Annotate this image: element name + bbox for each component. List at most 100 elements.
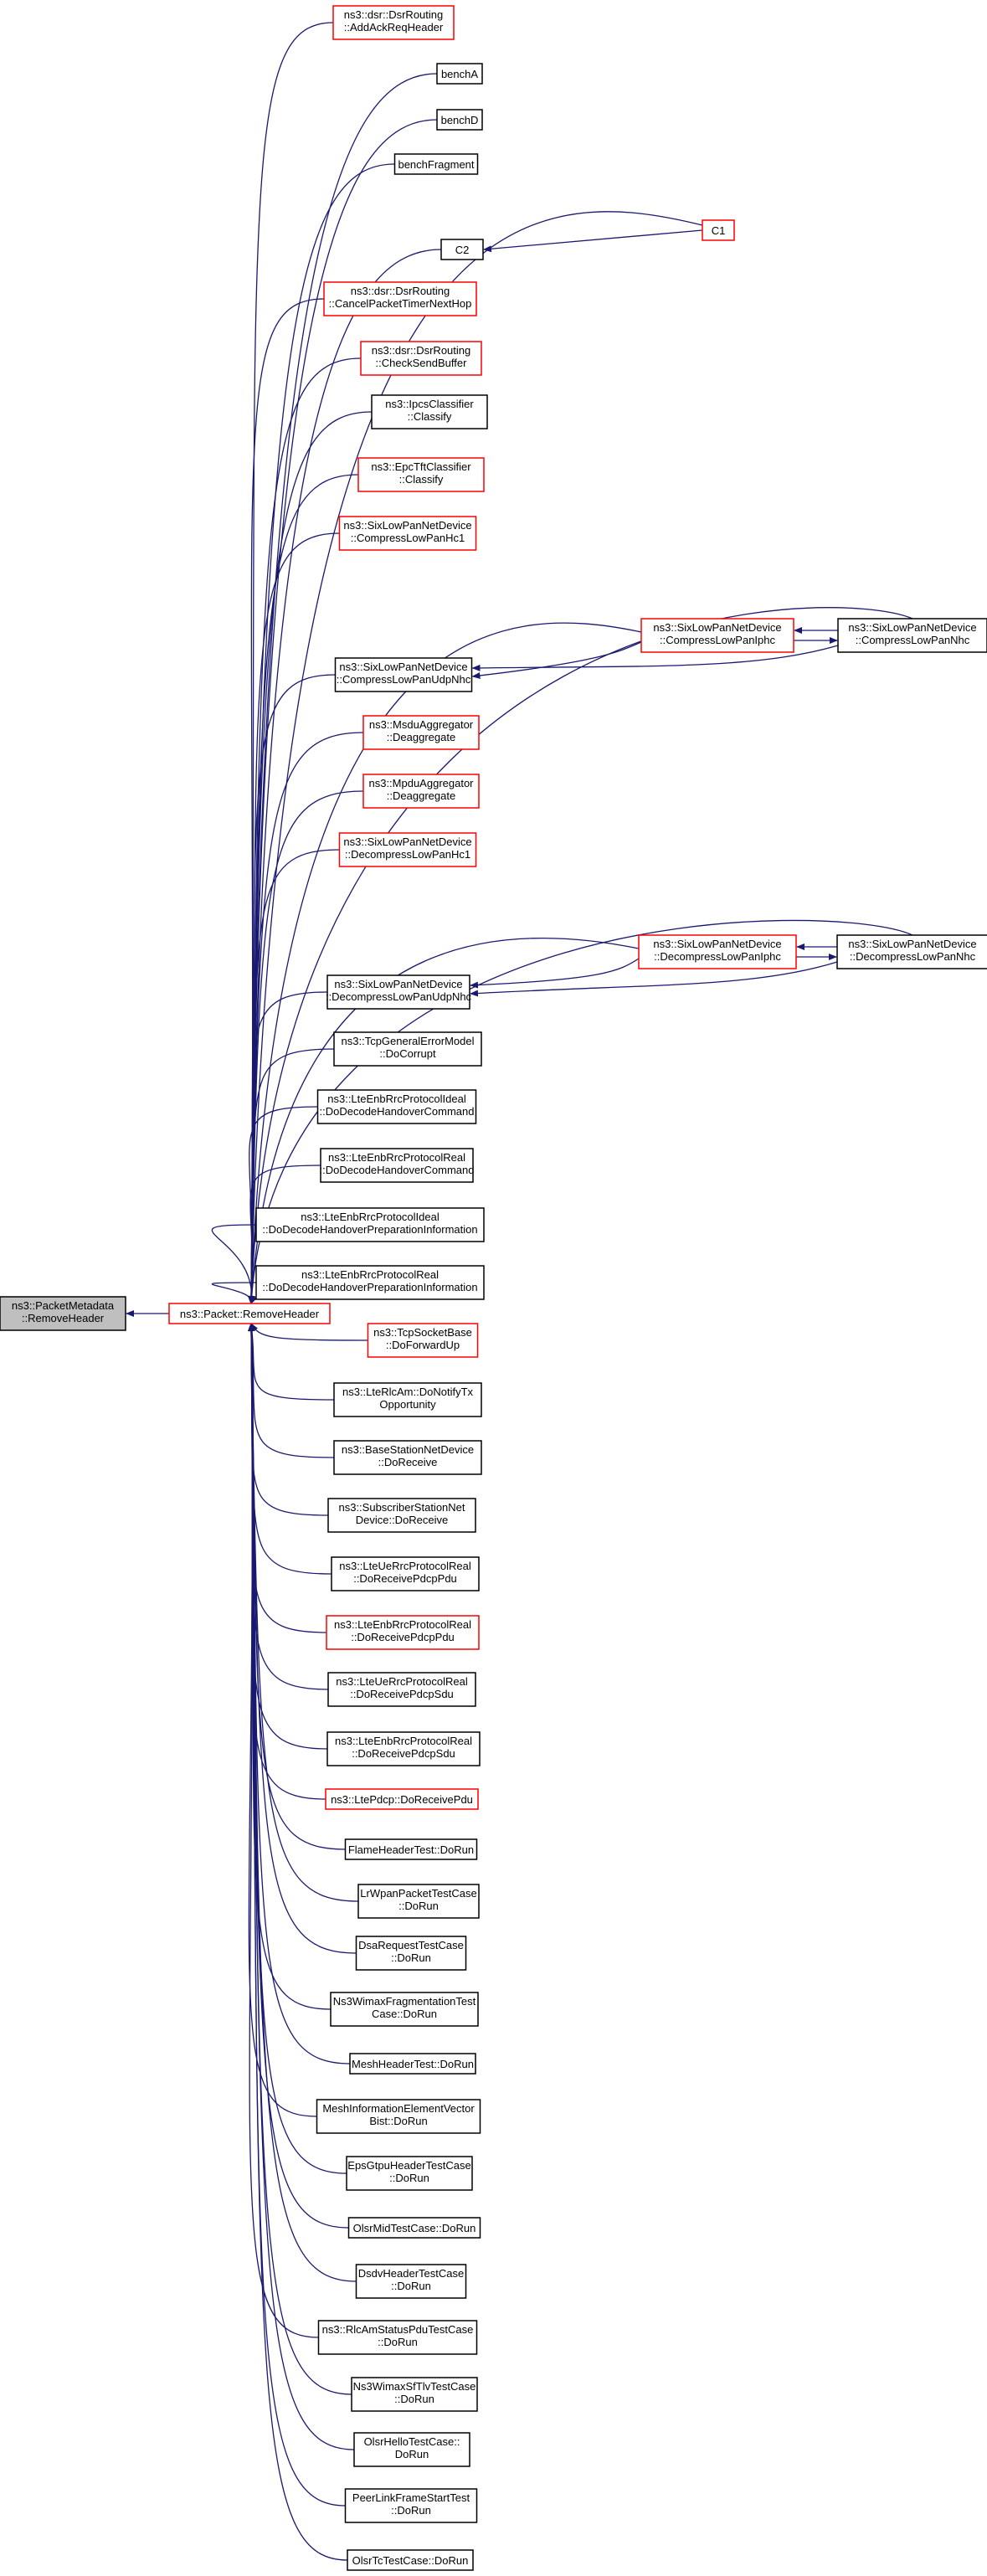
node-ns3-lterlcam-donotifytxopportunity-label-line-1: ns3::LteRlcAm::DoNotifyTx <box>342 1386 474 1398</box>
node-bencha[interactable]: benchA <box>436 63 483 85</box>
node-ns3-lteenbrrcprotocolreal-dodecodehandoverpreparationinformation-label-line-1: ns3::LteEnbRrcProtocolReal <box>301 1268 439 1281</box>
node-sixlowpan-compress-lowpan-nhc[interactable]: ns3::SixLowPanNetDevice::CompressLowPanN… <box>837 618 987 653</box>
node-ns3-tcpgeneralerrormodel-docorrupt[interactable]: ns3::TcpGeneralErrorModel::DoCorrupt <box>333 1031 482 1067</box>
edge-caller-20-to-remove-header <box>211 1282 258 1304</box>
node-lrwpanpackettestcase-dorun[interactable]: LrWpanPacketTestCase::DoRun <box>357 1884 480 1919</box>
node-dsdvheadertestcase-dorun[interactable]: DsdvHeaderTestCase::DoRun <box>355 2264 467 2299</box>
node-flameheadertest-dorun[interactable]: FlameHeaderTest::DoRun <box>344 1838 478 1860</box>
node-ns3-tcpgeneralerrormodel-docorrupt-box <box>333 1031 482 1067</box>
node-ns3-dsr-dsrrouting-addackreqheader[interactable]: ns3::dsr::DsrRouting::AddAckReqHeader <box>332 5 455 40</box>
node-dsdvheadertestcase-dorun-box <box>355 2264 467 2299</box>
edge-caller-23-to-remove-header <box>248 1323 335 1458</box>
node-ns3-mpduaggregator-deaggregate-label-line-1: ns3::MpduAggregator <box>368 777 474 789</box>
node-ns3-basestationnetdevice-doreceive-label-line-1: ns3::BaseStationNetDevice <box>342 1443 474 1456</box>
node-ns3-ipcsclassifier-classify-label-line-2: ::Classify <box>408 410 452 423</box>
edge-caller-22-to-remove-header <box>249 1323 335 1401</box>
node-sixlowpan-compress-lowpan-iphc-label-line-1: ns3::SixLowPanNetDevice <box>653 621 781 634</box>
node-sixlowpan-compress-lowpan-iphc-box <box>640 618 794 653</box>
node-ns3-mpduaggregator-deaggregate[interactable]: ns3::MpduAggregator::Deaggregate <box>362 774 480 809</box>
node-ns3-basestationnetdevice-doreceive[interactable]: ns3::BaseStationNetDevice::DoReceive <box>333 1440 482 1475</box>
node-ns3-sixlowpannetdevice-decompresslowpanudpnhc-label-line-1: ns3::SixLowPanNetDevice <box>334 978 462 990</box>
node-meshheadertest-dorun-label-line-1: MeshHeaderTest::DoRun <box>352 2058 474 2070</box>
node-ns3-dsr-dsrrouting-checksendbuffer[interactable]: ns3::dsr::DsrRouting::CheckSendBuffer <box>360 341 482 376</box>
node-ns3-msduaggregator-deaggregate-box <box>362 715 480 750</box>
node-ns3-lterlcam-donotifytxopportunity-label-line-2: Opportunity <box>379 1398 436 1411</box>
node-ns3-lteenbrrcprotocolreal-doreceivepdcppdu[interactable]: ns3::LteEnbRrcProtocolReal::DoReceivePdc… <box>326 1615 480 1650</box>
node-ns3-lteenbrrcprotocolreal-doreceivepdcppdu-box <box>326 1615 480 1650</box>
node-ns3-lteenbrrcprotocolreal-doreceivepdcpsdu[interactable]: ns3::LteEnbRrcProtocolReal::DoReceivePdc… <box>326 1731 481 1766</box>
node-ns3-ipcsclassifier-classify[interactable]: ns3::IpcsClassifier::Classify <box>371 394 488 429</box>
edge-decompress-iphc-to-remove-header <box>248 937 640 1304</box>
node-sixlowpan-decompress-lowpan-iphc-label-line-2: ::DecompressLowPanIphc <box>654 950 781 963</box>
node-ns3-lteuerrcprotocolreal-doreceivepdcppdu-label-line-1: ns3::LteUeRrcProtocolReal <box>339 1560 471 1572</box>
node-ns3-subscriberstationnetdevice-doreceive[interactable]: ns3::SubscriberStationNetDevice::DoRecei… <box>327 1498 476 1533</box>
node-ns3-lteenbrrcprotocolreal-dodecodehandovercommand-box <box>320 1148 474 1183</box>
node-ns3-sixlowpannetdevice-decompresslowpanudpnhc[interactable]: ns3::SixLowPanNetDevice::DecompressLowPa… <box>326 974 472 1010</box>
edge-compress-nhc-to-remove-header <box>248 607 913 1304</box>
node-ns3-lteenbrrcprotocolreal-dodecodehandovercommand[interactable]: ns3::LteEnbRrcProtocolReal::DoDecodeHand… <box>320 1148 475 1183</box>
node-ns3-tcpsocketbase-doforwardup-label-line-1: ns3::TcpSocketBase <box>373 1326 472 1339</box>
node-ns3-sixlowpannetdevice-decompresslowpanhc1[interactable]: ns3::SixLowPanNetDevice::DecompressLowPa… <box>338 832 477 867</box>
node-ns3wimaxsftlvtestcase-dorun[interactable]: Ns3WimaxSfTlvTestCase::DoRun <box>351 2377 478 2412</box>
node-ns3-sixlowpannetdevice-compresslowpanudpnhc[interactable]: ns3::SixLowPanNetDevice::CompressLowPanU… <box>334 657 473 692</box>
node-ns3-rlcamstatuspdutestcase-dorun[interactable]: ns3::RlcAmStatusPduTestCase::DoRun <box>317 2320 478 2355</box>
node-ns3-sixlowpannetdevice-compresslowpanhc1-label-line-1: ns3::SixLowPanNetDevice <box>343 519 471 532</box>
node-ns3wimaxsftlvtestcase-dorun-label-line-1: Ns3WimaxSfTlvTestCase <box>353 2380 476 2393</box>
node-packet-remove-header[interactable]: ns3::Packet::RemoveHeader <box>168 1303 331 1324</box>
node-c1[interactable]: C1 <box>702 219 735 241</box>
node-dsarequesttestcase-dorun[interactable]: DsaRequestTestCase::DoRun <box>355 1936 467 1971</box>
node-olsrhellotestcase-dorun-label-line-2: DoRun <box>395 2448 429 2460</box>
node-lrwpanpackettestcase-dorun-box <box>357 1884 480 1919</box>
node-ns3-msduaggregator-deaggregate[interactable]: ns3::MsduAggregator::Deaggregate <box>362 715 480 750</box>
node-ns3-mpduaggregator-deaggregate-box <box>362 774 480 809</box>
node-ns3-lteenbrrcprotocolreal-doreceivepdcppdu-label-line-1: ns3::LteEnbRrcProtocolReal <box>334 1618 471 1631</box>
node-packet-metadata-remove-header-box <box>0 1296 126 1331</box>
node-olsrtctestcase-dorun-box <box>347 2549 474 2571</box>
node-flameheadertest-dorun-label-line-1: FlameHeaderTest::DoRun <box>348 1843 474 1856</box>
node-benchfragment-box <box>393 153 479 175</box>
node-ns3-dsr-dsrrouting-cancelpackettimernexthop-label-line-2: ::CancelPacketTimerNextHop <box>329 297 472 310</box>
node-packet-remove-header-box <box>168 1303 331 1324</box>
node-sixlowpan-decompress-lowpan-iphc[interactable]: ns3::SixLowPanNetDevice::DecompressLowPa… <box>638 934 797 969</box>
edge-compress-nhc-to-udpnhc <box>471 645 839 671</box>
node-sixlowpan-decompress-lowpan-nhc[interactable]: ns3::SixLowPanNetDevice::DecompressLowPa… <box>836 934 987 969</box>
node-bencha-label-line-1: benchA <box>441 68 478 80</box>
node-ns3-lteenbrrcprotocolideal-dodecodehandovercommand[interactable]: ns3::LteEnbRrcProtocolIdeal::DoDecodeHan… <box>316 1089 477 1124</box>
node-olsrmidtestcase-dorun[interactable]: OlsrMidTestCase::DoRun <box>347 2217 481 2239</box>
node-ns3-lteenbrrcprotocolideal-dodecodehandovercommand-label-line-2: ::DoDecodeHandoverCommand <box>320 1105 475 1118</box>
node-ns3-dsr-dsrrouting-cancelpackettimernexthop[interactable]: ns3::dsr::DsrRouting::CancelPacketTimerN… <box>323 281 477 316</box>
node-meshheadertest-dorun[interactable]: MeshHeaderTest::DoRun <box>349 2053 476 2075</box>
node-epsgtpuheadertestcase-dorun[interactable]: EpsGtpuHeaderTestCase::DoRun <box>346 2156 473 2191</box>
node-olsrtctestcase-dorun[interactable]: OlsrTcTestCase::DoRun <box>347 2549 474 2571</box>
node-olsrhellotestcase-dorun[interactable]: OlsrHelloTestCase::DoRun <box>353 2432 470 2467</box>
node-ns3-dsr-dsrrouting-addackreqheader-label-line-2: ::AddAckReqHeader <box>344 21 444 33</box>
node-ns3-lteenbrrcprotocolreal-dodecodehandoverpreparationinformation[interactable]: ns3::LteEnbRrcProtocolReal::DoDecodeHand… <box>255 1265 485 1300</box>
node-packet-metadata-remove-header[interactable]: ns3::PacketMetadata::RemoveHeader <box>0 1296 126 1331</box>
edge-compress-iphc-to-remove-header <box>248 622 642 1304</box>
node-benchd[interactable]: benchD <box>436 109 483 131</box>
node-ns3-sixlowpannetdevice-compresslowpanhc1[interactable]: ns3::SixLowPanNetDevice::CompressLowPanH… <box>338 516 477 551</box>
edge-caller-39-to-remove-header <box>248 1323 319 2338</box>
node-ns3-epctftclassifier-classify[interactable]: ns3::EpcTftClassifier::Classify <box>357 457 485 492</box>
node-ns3-ltepdcp-doreceivepdu-label-line-1: ns3::LtePdcp::DoReceivePdu <box>331 1793 473 1806</box>
node-c2[interactable]: C2 <box>440 239 484 260</box>
node-epsgtpuheadertestcase-dorun-label-line-1: EpsGtpuHeaderTestCase <box>347 2159 470 2172</box>
node-ns3wimaxfragmentationtestcase-dorun-label-line-1: Ns3WimaxFragmentationTest <box>333 1995 476 2008</box>
node-ns3-mpduaggregator-deaggregate-label-line-2: ::Deaggregate <box>387 789 455 802</box>
node-benchfragment[interactable]: benchFragment <box>393 153 479 175</box>
node-ns3-lteuerrcprotocolreal-doreceivepdcpsdu-label-line-2: ::DoReceivePdcpSdu <box>350 1688 454 1700</box>
node-ns3-ltepdcp-doreceivepdu[interactable]: ns3::LtePdcp::DoReceivePdu <box>325 1788 479 1810</box>
node-ns3-lteuerrcprotocolreal-doreceivepdcppdu[interactable]: ns3::LteUeRrcProtocolReal::DoReceivePdcp… <box>331 1556 480 1591</box>
node-ns3-lteenbrrcprotocolideal-dodecodehandoverpreparationinformation[interactable]: ns3::LteEnbRrcProtocolIdeal::DoDecodeHan… <box>255 1207 485 1242</box>
node-sixlowpan-compress-lowpan-iphc[interactable]: ns3::SixLowPanNetDevice::CompressLowPanI… <box>640 618 794 653</box>
node-ns3-dsr-dsrrouting-cancelpackettimernexthop-label-line-1: ns3::dsr::DsrRouting <box>351 285 450 297</box>
edge-caller-43-to-remove-header <box>248 1323 348 2561</box>
node-ns3-ltepdcp-doreceivepdu-box <box>325 1788 479 1810</box>
edge-compress-iphc-to-udpnhc <box>471 641 642 679</box>
node-ns3-tcpsocketbase-doforwardup[interactable]: ns3::TcpSocketBase::DoForwardUp <box>367 1323 479 1358</box>
node-ns3-lteuerrcprotocolreal-doreceivepdcpsdu[interactable]: ns3::LteUeRrcProtocolReal::DoReceivePdcp… <box>327 1672 476 1707</box>
node-peerlinkframestarttest-dorun[interactable]: PeerLinkFrameStartTest::DoRun <box>344 2488 478 2523</box>
